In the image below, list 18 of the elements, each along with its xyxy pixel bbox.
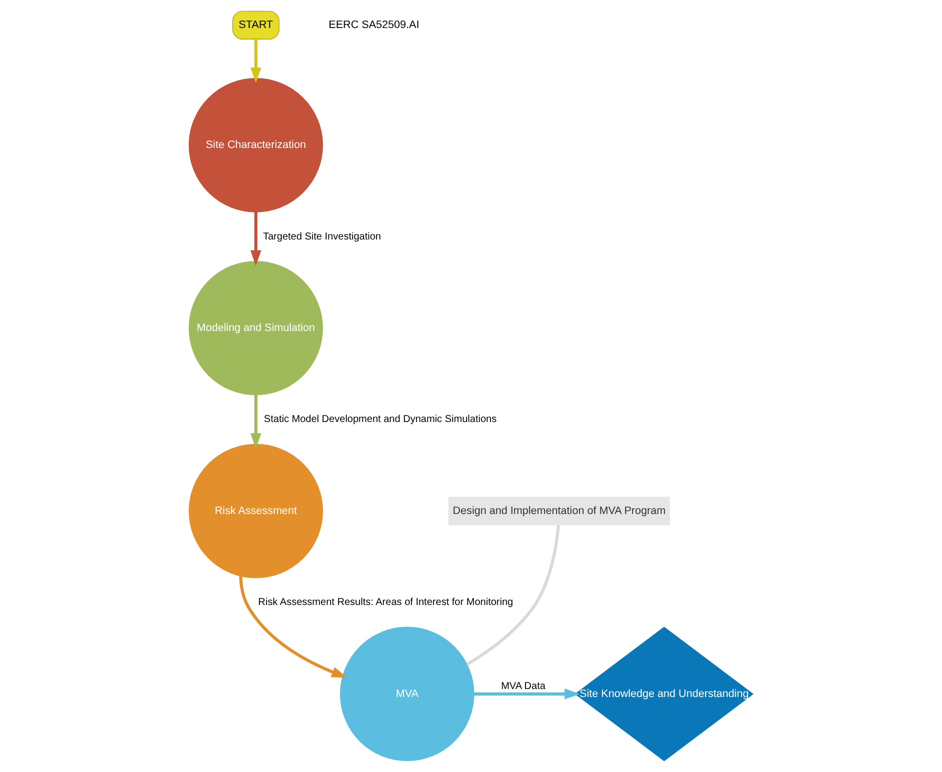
edge-label: MVA Data <box>501 680 546 692</box>
connector <box>466 525 560 666</box>
arrow <box>250 39 262 83</box>
arrow <box>474 688 580 700</box>
edge-label: Targeted Site Investigation <box>262 231 382 242</box>
node-circle: Modeling and Simulation <box>188 260 323 396</box>
node-diamond: Site Knowledge and Understanding <box>574 626 754 762</box>
node-box: Design and Implementation of MVA Program <box>448 496 670 526</box>
label: EERC SA52509.AI <box>328 19 420 32</box>
arrow <box>250 212 262 266</box>
edge-label: Risk Assessment Results: Areas of Interest for Monitoring <box>258 597 514 608</box>
node-circle: MVA <box>340 626 474 762</box>
edge-label: Static Model Development and Dynamic Simulations <box>264 414 497 426</box>
node-box: START <box>232 10 280 40</box>
arrow <box>250 394 262 449</box>
node-circle: Site Characterization <box>188 78 323 212</box>
node-circle: Risk Assessment <box>188 444 323 578</box>
arrow <box>239 576 348 678</box>
